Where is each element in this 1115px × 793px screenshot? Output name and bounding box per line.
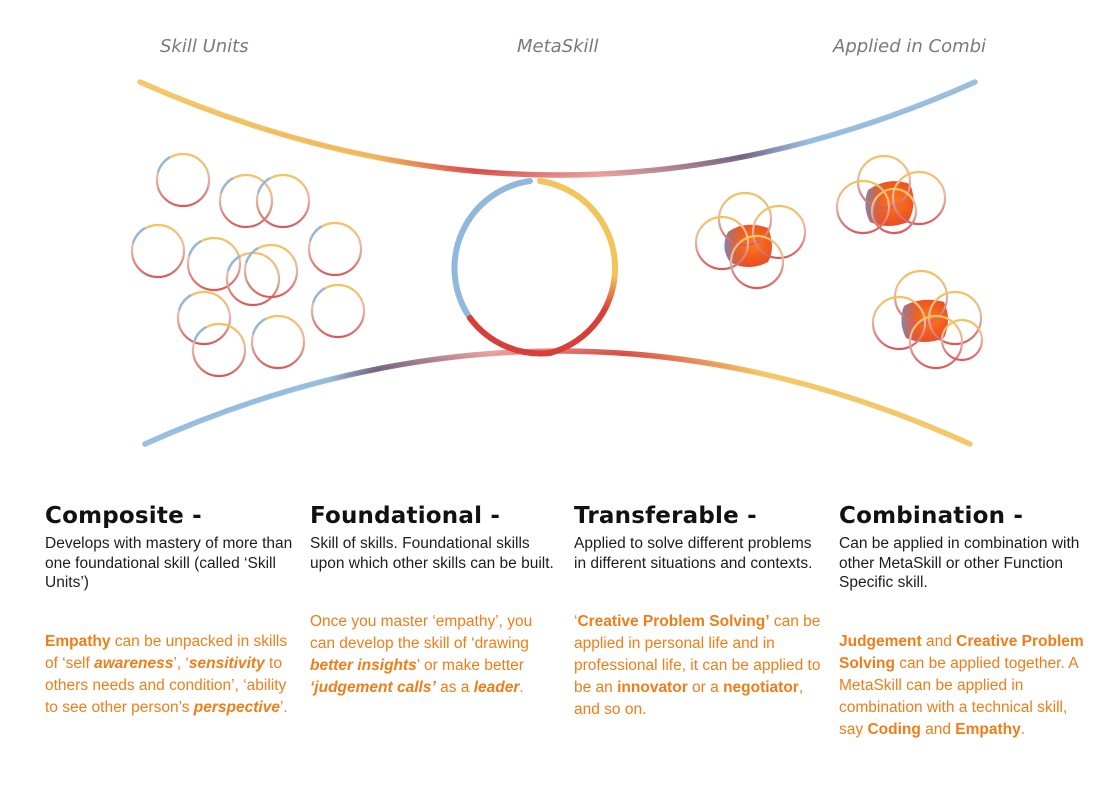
bottom-curve-band xyxy=(142,348,973,447)
skill-unit-circle xyxy=(130,223,186,279)
skill-unit-circle xyxy=(176,290,232,346)
column-title: Transferable - xyxy=(574,503,757,529)
column-combination: Combination - Can be applied in combinat… xyxy=(839,502,1089,741)
emphasis-text: negotiator xyxy=(723,679,799,696)
combination-cluster-upper xyxy=(835,154,947,235)
column-composite: Composite - Develops with mastery of mor… xyxy=(45,502,295,719)
column-title: Composite - xyxy=(45,503,202,529)
emphasis-text: better insights xyxy=(310,657,417,674)
combination-cluster-lower xyxy=(871,269,984,370)
transferable-cluster xyxy=(694,191,807,290)
label-applied-in-combi: Applied in Combi xyxy=(833,36,987,57)
skill-unit-circle xyxy=(218,173,274,229)
column-title: Combination - xyxy=(839,503,1024,529)
column-example: Judgement and Creative Problem Solving c… xyxy=(839,632,1084,738)
top-curve-band xyxy=(137,79,978,178)
skill-unit-circle xyxy=(243,243,299,299)
column-transferable: Transferable - Applied to solve differen… xyxy=(574,502,824,721)
emphasis-text: leader xyxy=(473,679,520,696)
column-foundational: Foundational - Skill of skills. Foundati… xyxy=(310,502,560,699)
emphasis-text: perspective xyxy=(193,698,280,716)
column-description: Can be applied in combination with other… xyxy=(839,535,1080,591)
emphasis-text: Creative Problem Solving xyxy=(839,632,1084,672)
label-skill-units: Skill Units xyxy=(160,36,249,57)
skill-unit-circle xyxy=(155,152,211,208)
emphasis-text: Coding xyxy=(867,720,921,738)
emphasis-text: innovator xyxy=(617,679,688,696)
column-example: Once you master ‘empathy’, you can devel… xyxy=(310,613,533,696)
metaskill-diagram xyxy=(130,79,984,447)
emphasis-text: Creative Problem Solving’ xyxy=(577,613,770,630)
emphasis-text: ‘judgement calls’ xyxy=(310,679,436,696)
emphasis-text: Empathy xyxy=(45,632,111,650)
skill-unit-circle xyxy=(307,221,363,277)
skill-unit-circle xyxy=(250,314,306,370)
emphasis-text: Judgement xyxy=(839,632,922,650)
column-example: Empathy can be unpacked in skills of ‘se… xyxy=(45,632,288,716)
skill-unit-circle xyxy=(191,322,247,378)
column-description: Applied to solve different problems in d… xyxy=(574,535,813,572)
emphasis-text: awareness xyxy=(94,654,174,672)
skill-unit-circle xyxy=(310,283,366,339)
emphasis-text: Empathy xyxy=(955,720,1021,738)
metaskill-ring xyxy=(451,178,619,357)
skill-unit-circles xyxy=(130,152,366,378)
column-title: Foundational - xyxy=(310,503,501,529)
label-metaskill: MetaSkill xyxy=(517,36,599,57)
column-description: Skill of skills. Foundational skills upo… xyxy=(310,535,554,572)
column-example: ‘Creative Problem Solving’ can be applie… xyxy=(574,613,821,718)
skill-unit-circle xyxy=(255,173,311,229)
column-description: Develops with mastery of more than one f… xyxy=(45,535,293,591)
emphasis-text: sensitivity xyxy=(188,654,265,672)
skill-unit-circle xyxy=(186,236,242,292)
